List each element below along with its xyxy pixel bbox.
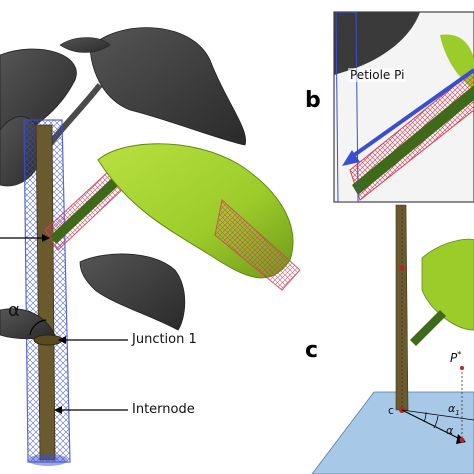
alpha-1-label: α1 <box>448 402 460 417</box>
arrow-junction-1-head <box>58 336 66 344</box>
stem-base <box>28 454 68 466</box>
point-c-label: c <box>388 404 395 417</box>
panel-b-petiole-vector <box>348 68 474 160</box>
panel-c-letter: c <box>305 338 319 363</box>
panel-b-letter: b <box>305 88 321 113</box>
panel-c-point-p-marker <box>460 366 464 370</box>
panel-b-petiole <box>352 85 474 195</box>
dark-leaf-top-center <box>89 27 247 146</box>
arrow-left-edge-head <box>42 234 50 242</box>
panel-b-vector-head <box>342 150 360 166</box>
alpha-2-label: α <box>446 424 454 437</box>
petiole-label: Petiole Pi <box>348 68 407 82</box>
panel-c-line-c-to-proj <box>401 409 474 421</box>
panel-c-alpha1-arc <box>423 411 427 423</box>
ground-plane <box>311 391 474 474</box>
panel-c-projection-point <box>459 437 465 443</box>
alpha-1-text: α <box>448 402 456 415</box>
alpha-1-subscript: 1 <box>455 409 460 418</box>
panel-c-node-top <box>399 265 405 271</box>
alpha-label: α <box>8 300 20 321</box>
arrow-internode-head <box>54 406 62 414</box>
panel-c-petiole <box>410 310 446 346</box>
green-leaf-mesh-patch <box>214 199 301 291</box>
panel-b-stem-mesh <box>335 12 359 202</box>
alpha-arc <box>29 319 47 336</box>
petiole <box>50 178 118 244</box>
panel-c-green-leaf <box>421 238 474 331</box>
panel-c-line-c-to-p <box>401 409 463 441</box>
panel-c-stem <box>395 204 409 411</box>
junction-1-label: Junction 1 <box>132 332 197 347</box>
dark-leaf-lower-right <box>79 253 186 331</box>
internode-label: Internode <box>132 402 195 417</box>
panel-c-alpha2-arc <box>433 415 439 429</box>
point-p-label: P* <box>450 350 462 365</box>
dark-leaf-lower-left <box>0 308 56 340</box>
point-p-text: P <box>450 351 458 365</box>
dark-leaf-small-top <box>59 37 111 53</box>
panel-b-dark-leaf <box>334 12 420 75</box>
